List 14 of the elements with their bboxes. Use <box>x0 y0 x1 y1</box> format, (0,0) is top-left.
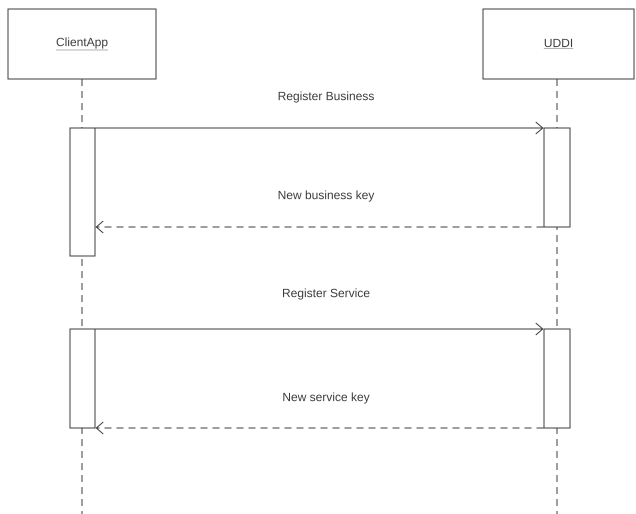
message-arrow <box>95 122 544 134</box>
message-arrow <box>96 422 544 434</box>
activation-bar <box>70 328 96 428</box>
message-label: New business key <box>276 189 376 203</box>
message-label: Register Service <box>281 287 372 301</box>
activation-bar <box>544 328 570 428</box>
activation-bar <box>544 128 570 228</box>
message-label: New service key <box>281 391 371 405</box>
message-label: Register Business <box>276 90 376 104</box>
message-arrow <box>96 220 544 234</box>
message-arrow <box>95 322 544 336</box>
object-box: ClientApp <box>8 8 156 80</box>
activation-bar <box>70 128 96 256</box>
object-box: UDDI <box>482 8 634 80</box>
